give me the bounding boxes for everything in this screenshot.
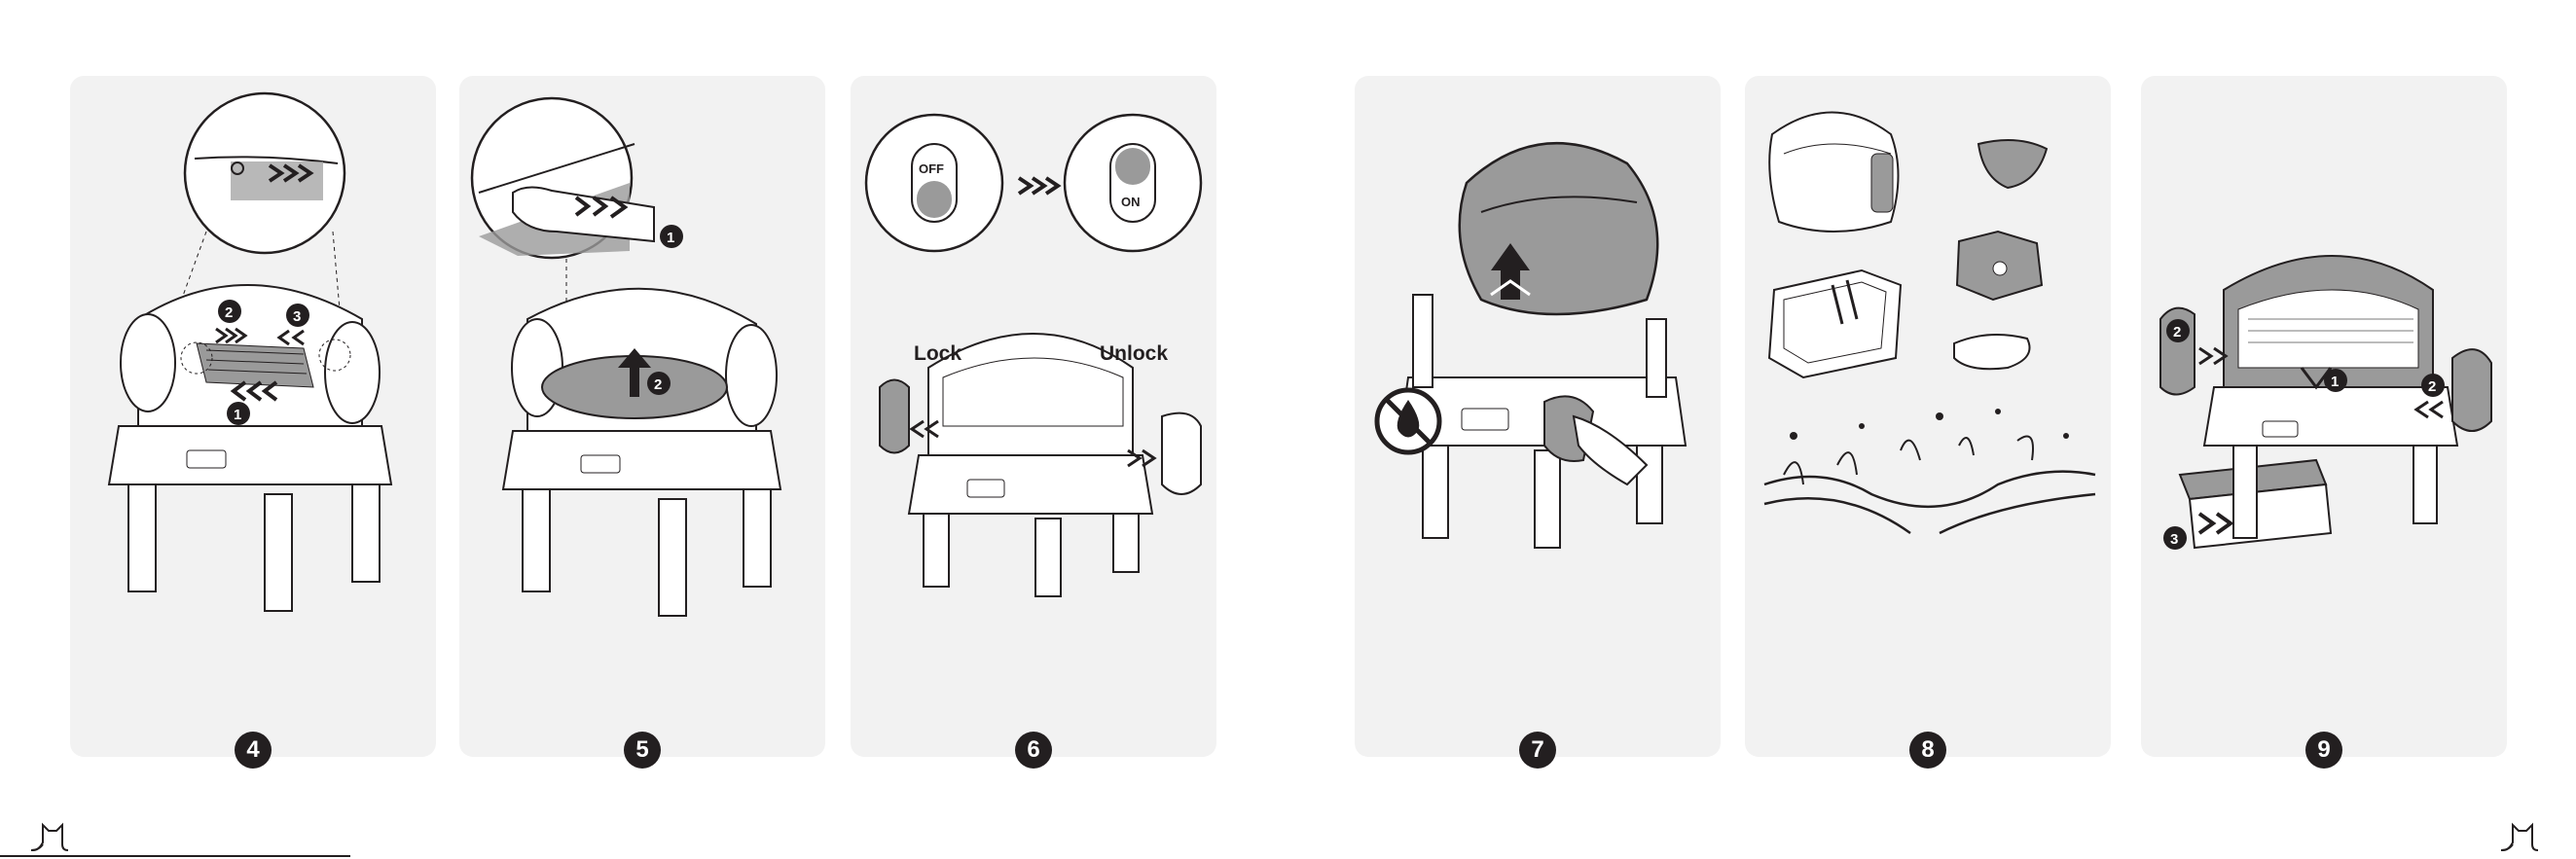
step-number-badge: 4 [235,732,272,769]
off-text: OFF [919,161,944,176]
step-number-badge: 5 [624,732,661,769]
svg-text:3: 3 [2170,531,2178,548]
step-9-illustration: 2 2 1 3 [2141,76,2507,757]
svg-text:1: 1 [667,230,674,246]
svg-text:2: 2 [654,376,662,393]
step-4-illustration: 2 3 1 [70,76,436,757]
unlock-label: Unlock [1100,342,1168,366]
step-7-illustration [1355,76,1721,757]
svg-text:2: 2 [2173,324,2181,340]
step-7-panel: 7 [1355,76,1721,757]
on-text: ON [1121,195,1141,209]
svg-text:2: 2 [225,304,233,321]
svg-text:2: 2 [2428,378,2436,395]
arrow-icon [1019,178,1058,194]
cat-logo-icon [29,815,76,854]
step-number-badge: 9 [2305,732,2342,769]
step-6-illustration: OFF ON [851,76,1216,757]
step-number-badge: 8 [1909,732,1946,769]
lock-label: Lock [914,342,961,366]
step-8-illustration [1745,76,2111,757]
cat-logo-icon [2499,815,2546,854]
no-water-icon [1377,390,1439,452]
step-8-panel: 8 [1745,76,2111,757]
step-6-panel: OFF ON Lock Unlock 6 [851,76,1216,757]
svg-text:1: 1 [234,407,241,423]
step-number-badge: 6 [1015,732,1052,769]
step-9-panel: 2 2 1 3 9 [2141,76,2507,757]
footer-rule [0,855,350,857]
step-number-badge: 7 [1519,732,1556,769]
step-5-illustration: 1 2 [459,76,825,757]
step-5-panel: 1 2 5 [459,76,825,757]
step-4-panel: 2 3 1 4 [70,76,436,757]
svg-text:1: 1 [2331,374,2339,390]
svg-text:3: 3 [293,308,301,325]
